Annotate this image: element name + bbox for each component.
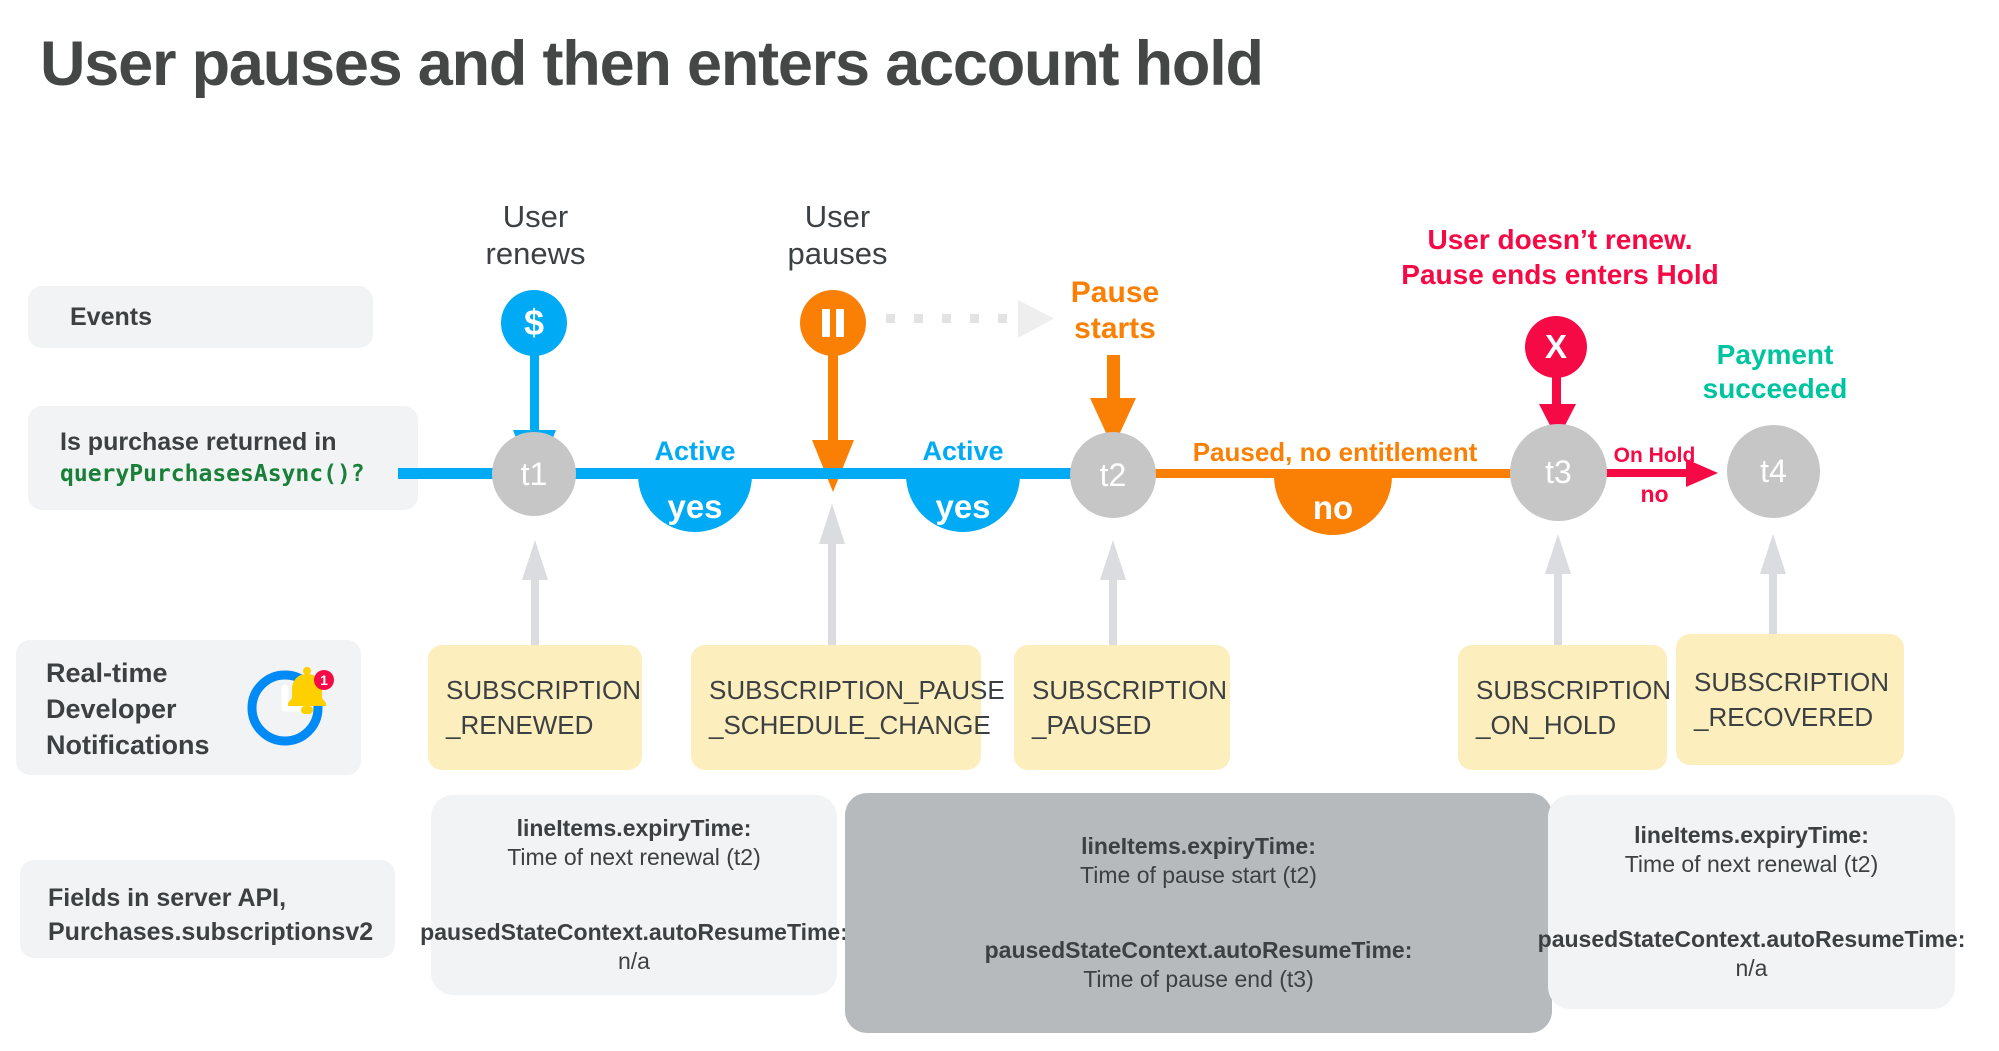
segment-answer-bubble-active-1: yes: [638, 474, 752, 532]
pause-icon: [800, 290, 866, 356]
dotted-arrow-pause-starts: [886, 300, 1054, 338]
row-label-events: Events: [28, 286, 373, 348]
timeline-paused-line: [1112, 469, 1567, 478]
timeline-node-label: t4: [1760, 453, 1787, 489]
query-label-line2: queryPurchasesAsync()?: [60, 461, 365, 487]
event-label-payment-succeeded: Payment succeeded: [1702, 339, 1848, 405]
fields-label-line1: Fields in server API,: [48, 884, 287, 912]
row-label-query-purchases: Is purchase returned in queryPurchasesAs…: [28, 406, 418, 510]
event-label-user-doesnt-renew: User doesn’t renew. Pause ends enters Ho…: [1401, 224, 1719, 290]
field-value-expiry-time: Time of next renewal (t2): [1624, 851, 1879, 877]
field-key-auto-resume-time: pausedStateContext.autoResumeTime:: [420, 919, 848, 945]
row-label-events-text: Events: [70, 302, 152, 331]
segment-state-label-paused: Paused, no entitlement: [1192, 437, 1478, 467]
field-value-auto-resume-time: n/a: [618, 948, 650, 974]
event-label-pause-starts: Pause starts: [1070, 276, 1160, 345]
field-key-auto-resume-time: pausedStateContext.autoResumeTime:: [1537, 926, 1966, 952]
field-key-auto-resume-time: pausedStateContext.autoResumeTime:: [984, 937, 1413, 963]
field-key-expiry-time: lineItems.expiryTime:: [516, 815, 752, 841]
arrow-up-on-hold: [1545, 534, 1571, 662]
field-key-expiry-time: lineItems.expiryTime:: [1634, 822, 1869, 848]
field-key-expiry-time: lineItems.expiryTime:: [1081, 833, 1316, 859]
segment-answer-text: no: [1312, 489, 1354, 526]
timeline-node-t3[interactable]: t3: [1510, 424, 1607, 521]
segment-answer-bubble-active-2: yes: [906, 474, 1020, 532]
field-value-expiry-time: Time of pause start (t2): [1080, 862, 1317, 888]
arrow-up-pause-schedule: [819, 504, 845, 662]
timeline-node-t1[interactable]: t1: [492, 432, 576, 516]
timeline-active-line: [398, 468, 1116, 479]
field-value-expiry-time: Time of next renewal (t2): [507, 844, 761, 870]
segment-answer-bubble-paused: no: [1274, 475, 1392, 535]
dollar-icon: $: [501, 290, 567, 356]
notification-card-subscription-paused[interactable]: SUBSCRIPTION _PAUSED: [1014, 645, 1230, 770]
segment-state-label-on-hold: On Hold: [1613, 444, 1696, 467]
fields-label-line2: Purchases.subscriptionsv2: [48, 917, 374, 946]
pause-bar-left: [822, 309, 830, 337]
notification-card-subscription-recovered[interactable]: SUBSCRIPTION _RECOVERED: [1676, 634, 1904, 765]
x-glyph: X: [1544, 328, 1567, 365]
row-label-server-fields: Fields in server API, Purchases.subscrip…: [20, 860, 395, 958]
notification-card-label: SUBSCRIPTION _RENEWED: [446, 674, 642, 740]
timeline-node-t2[interactable]: t2: [1070, 432, 1156, 518]
event-label-user-renews: User renews: [485, 199, 586, 272]
x-icon: X: [1525, 316, 1587, 378]
svg-text:1: 1: [320, 672, 328, 688]
rtdn-label-text: Real-time Developer Notifications: [46, 658, 210, 760]
field-panel-active: lineItems.expiryTime: Time of next renew…: [420, 795, 848, 995]
notification-card-subscription-on-hold[interactable]: SUBSCRIPTION _ON_HOLD: [1458, 645, 1671, 770]
page-title: User pauses and then enters account hold: [40, 29, 1264, 99]
notification-card-label: SUBSCRIPTION _PAUSED: [1032, 674, 1228, 740]
field-panel-recovered: lineItems.expiryTime: Time of next renew…: [1538, 795, 1965, 1009]
timeline-node-label: t1: [520, 455, 548, 492]
arrow-up-paused: [1100, 540, 1126, 660]
dollar-glyph: $: [523, 302, 545, 343]
timeline-node-label: t2: [1099, 456, 1127, 493]
segment-state-label-active-2: Active: [922, 436, 1004, 466]
arrow-up-renewed: [522, 540, 548, 658]
timeline-node-t4[interactable]: t4: [1727, 425, 1820, 518]
notification-card-label: SUBSCRIPTION_PAUSE _SCHEDULE_CHANGE: [709, 674, 1005, 740]
notification-card-label: SUBSCRIPTION _RECOVERED: [1694, 666, 1890, 732]
segment-answer-text: yes: [667, 488, 723, 525]
field-panel-paused: lineItems.expiryTime: Time of pause star…: [845, 793, 1552, 1033]
timeline-node-label: t3: [1545, 454, 1572, 490]
field-value-auto-resume-time: Time of pause end (t3): [1083, 966, 1314, 992]
notification-card-subscription-pause-schedule-change[interactable]: SUBSCRIPTION_PAUSE _SCHEDULE_CHANGE: [691, 645, 1005, 770]
notification-card-subscription-renewed[interactable]: SUBSCRIPTION _RENEWED: [428, 645, 642, 770]
pause-bar-right: [836, 309, 844, 337]
segment-answer-text: yes: [935, 488, 991, 525]
clock-bell-notification-icon: 1: [247, 667, 334, 746]
segment-state-label-active-1: Active: [654, 436, 736, 466]
segment-answer-label-on-hold: no: [1640, 481, 1669, 507]
notification-card-label: SUBSCRIPTION _ON_HOLD: [1476, 674, 1672, 740]
event-label-user-pauses: User pauses: [787, 199, 888, 272]
query-label-line1: Is purchase returned in: [60, 428, 337, 456]
field-value-auto-resume-time: n/a: [1735, 955, 1768, 981]
